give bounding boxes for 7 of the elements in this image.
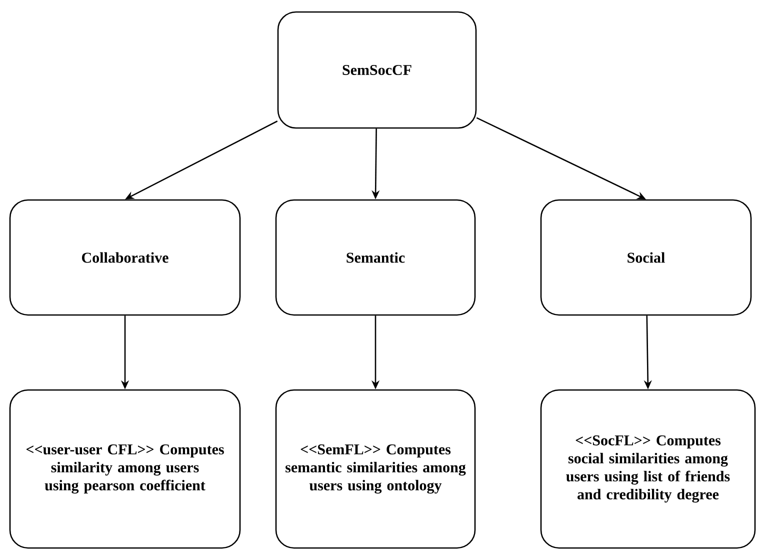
description-box: <<user-user CFL>> Computes similarity among users using pearson coefficient (9, 389, 241, 549)
category-box: Collaborative (9, 199, 241, 316)
description-box: <<SemFL>> Computes semantic similarities among users using ontology (275, 389, 476, 549)
category-box: Semantic (275, 199, 476, 316)
category-box: Social (540, 199, 752, 316)
root-box: SemSocCF (277, 11, 477, 129)
description-box: <<SocFL>> Computes social similarities among users using list of friends and credibility degree (540, 389, 756, 549)
